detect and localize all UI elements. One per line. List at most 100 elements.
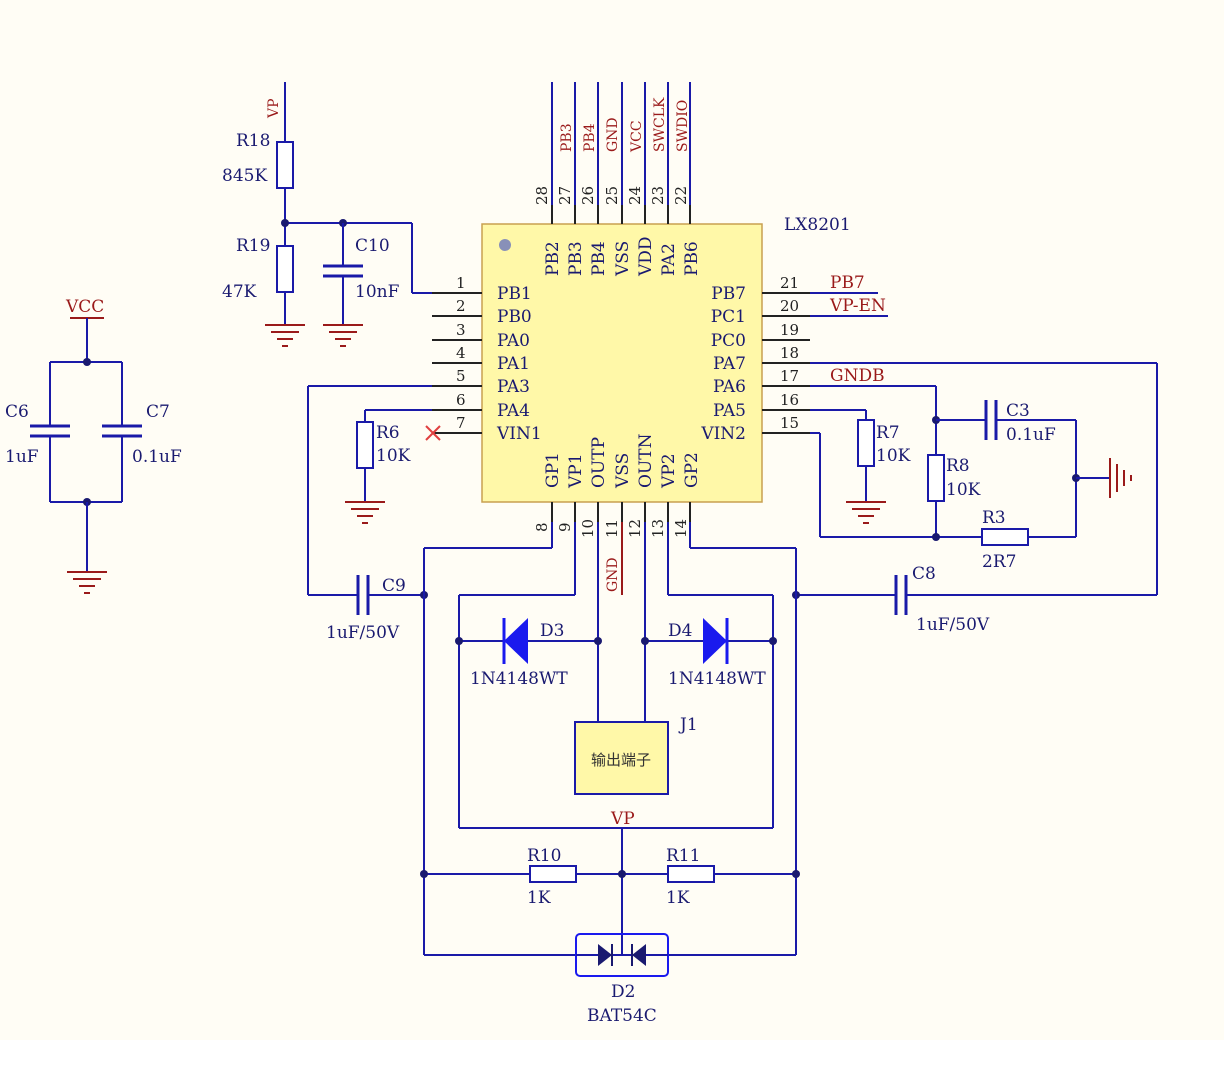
r8-ref: R8 (946, 456, 970, 476)
diode-icon (598, 944, 612, 966)
pin-num: 10 (579, 519, 597, 538)
pin-label: PC1 (711, 307, 746, 327)
c7-ref: C7 (146, 402, 170, 422)
pin-label: VP1 (566, 453, 586, 489)
r7-value: 10K (876, 446, 911, 466)
pin-label: PB0 (497, 307, 532, 327)
r6-ref: R6 (376, 423, 400, 443)
schematic-sheet: LX8201 1 2 3 4 5 6 7 PB1 PB0 PA0 PA1 PA3… (5, 82, 1158, 1026)
ground-icon (345, 501, 385, 524)
c6-value: 1uF (5, 447, 39, 467)
r7-circuit: R7 10K (810, 409, 911, 524)
pin-label: GP1 (543, 452, 563, 488)
pin-num: 13 (649, 519, 667, 538)
pin-label: PA3 (497, 377, 530, 397)
j1-ref: J1 (678, 715, 698, 735)
chip-body (481, 223, 763, 503)
vcc-decoupling: VCC C6 1uF C7 0.1uF (5, 297, 182, 594)
pin-label: OUTN (636, 433, 656, 488)
resistor-r11 (667, 865, 715, 883)
d2-ref: D2 (611, 982, 635, 1002)
r10-ref: R10 (527, 846, 561, 866)
r19-ref: R19 (236, 236, 270, 256)
diode-icon (632, 944, 646, 966)
pin-label: PA2 (659, 243, 679, 276)
chip-bottom-pins: 8 9 10 11 12 13 14 GP1 VP1 OUTP VSS OUTN… (533, 433, 702, 538)
resistor-r7 (857, 419, 875, 467)
c9-ref: C9 (382, 576, 406, 596)
chip-left-pins: 1 2 3 4 5 6 7 PB1 PB0 PA0 PA1 PA3 PA4 VI… (432, 274, 542, 444)
pin-num: 26 (579, 186, 597, 205)
pin-label: GP2 (682, 452, 702, 488)
r19-value: 47K (222, 282, 257, 302)
top-net-wires: PB3 PB4 GND VCC SWCLK SWDIO (551, 82, 691, 205)
pin-label: OUTP (589, 437, 609, 488)
pin-label: PB2 (543, 241, 563, 276)
diode-icon (504, 618, 528, 664)
r8-value: 10K (946, 480, 981, 500)
pin-num: 19 (780, 321, 799, 339)
net-label-vp-en: VP-EN (829, 296, 886, 316)
diode-icon (703, 618, 727, 664)
pin-label: VP2 (659, 453, 679, 489)
ground-icon (846, 501, 886, 524)
r6-circuit: R6 10K (345, 409, 441, 524)
ground-icon (323, 324, 363, 347)
resistor-r3 (981, 528, 1029, 546)
pin-label: PA5 (713, 401, 746, 421)
pin-num: 3 (456, 321, 466, 339)
pin-num: 27 (556, 186, 574, 205)
cap-c9-c8-wires: C9 1uF/50V C8 1uF/50V (307, 362, 1158, 643)
pin-num: 5 (456, 367, 466, 385)
pin1-marker (499, 239, 511, 251)
pin-label: PB3 (566, 241, 586, 276)
resistor-r8 (927, 454, 945, 502)
c7-value: 0.1uF (132, 447, 182, 467)
pin-num: 14 (672, 519, 690, 538)
net-label-gnd-bottom: GND (605, 557, 621, 592)
net-label-pb3: PB3 (559, 123, 575, 152)
pin-label: PA4 (497, 401, 530, 421)
pin-num: 9 (556, 522, 574, 532)
c10-ref: C10 (355, 236, 390, 256)
net-label-pb7: PB7 (830, 273, 865, 293)
pin-num: 2 (456, 297, 466, 315)
pin-num: 21 (780, 274, 799, 292)
r18-ref: R18 (236, 131, 270, 151)
c9-value: 1uF/50V (326, 623, 400, 643)
r18-value: 845K (222, 166, 267, 186)
pin-num: 16 (780, 391, 799, 409)
pin-label: PA6 (713, 377, 746, 397)
pin-num: 20 (780, 297, 799, 315)
pin-num: 8 (533, 522, 551, 532)
diode-d3: D3 1N4148WT (455, 618, 602, 689)
vp-divider: VP R18 845K R19 47K C10 10nF (222, 82, 432, 347)
bottom-rails: GND (423, 522, 797, 955)
pin-label: VIN2 (700, 424, 746, 444)
net-label-vcc: VCC (629, 120, 645, 153)
pin-label: PB4 (589, 241, 609, 276)
ground-icon (1109, 458, 1132, 498)
d3-value: 1N4148WT (470, 669, 568, 689)
c3-ref: C3 (1006, 401, 1030, 421)
resistor-r6 (356, 421, 374, 469)
resistor-r10 (529, 865, 577, 883)
j1-value: 输出端子 (591, 751, 651, 769)
pin-label: VDD (636, 236, 656, 277)
chip-right-pins: 21 20 19 18 17 16 15 PB7 PC1 PC0 PA7 PA6… (700, 274, 810, 444)
d2-value: BAT54C (587, 1006, 657, 1026)
pin-num: 11 (603, 519, 621, 538)
pin-label: PA1 (497, 354, 530, 374)
r10-value: 1K (527, 888, 551, 908)
c6-ref: C6 (5, 402, 29, 422)
d4-ref: D4 (668, 621, 692, 641)
d3-ref: D3 (540, 621, 564, 641)
chip-top-pins: 28 27 26 25 24 23 22 PB2 PB3 PB4 VSS VDD… (533, 186, 702, 277)
pin-num: 28 (533, 186, 551, 205)
net-label-vp-top: VP (266, 98, 282, 119)
c8-ref: C8 (912, 564, 936, 584)
pin-label: PA0 (497, 331, 530, 351)
pin-num: 6 (456, 391, 466, 409)
pin-label: VSS (613, 453, 633, 489)
gndb-circuit: C3 0.1uF R8 10K R3 2R7 (810, 385, 1132, 572)
